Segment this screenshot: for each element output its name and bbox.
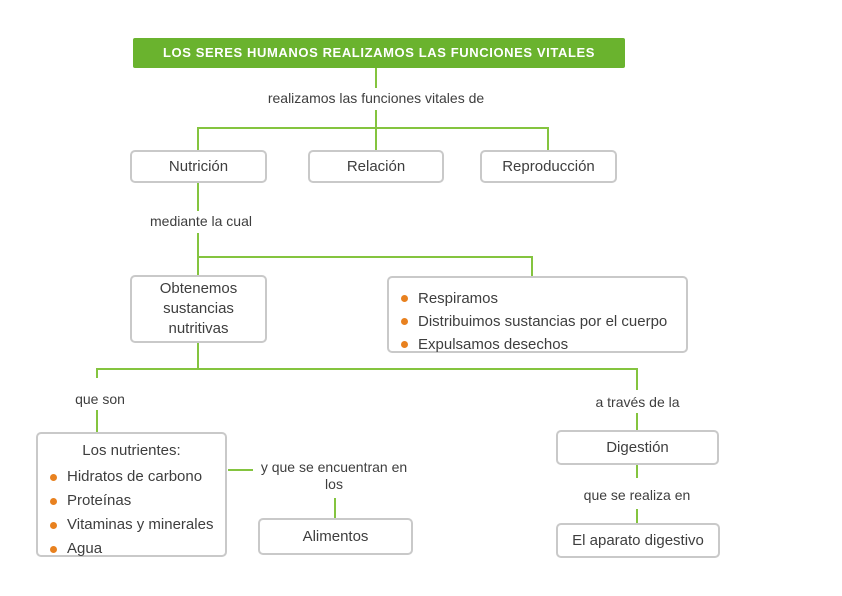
box-alimentos: Alimentos [258, 518, 413, 555]
box-nutrientes: Los nutrientes: Hidratos de carbono Prot… [36, 432, 227, 557]
label-mediante: mediante la cual [150, 213, 252, 229]
label-se-realiza: que se realiza en [583, 487, 691, 503]
nutrients-list: Hidratos de carbono Proteínas Vitaminas … [50, 465, 219, 561]
box-relacion: Relación [308, 150, 444, 183]
list-item: Proteínas [50, 489, 219, 513]
list-item: Respiramos [401, 287, 680, 310]
list-item-label: Agua [67, 540, 103, 557]
title-banner: LOS SERES HUMANOS REALIZAMOS LAS FUNCION… [133, 38, 625, 68]
box-process-list: Respiramos Distribuimos sustancias por e… [387, 276, 688, 353]
bullet-icon [401, 341, 408, 348]
connector-branch-row1 [197, 127, 549, 150]
process-list: Respiramos Distribuimos sustancias por e… [401, 287, 680, 356]
connector-branch-row2 [198, 256, 533, 276]
list-item: Hidratos de carbono [50, 465, 219, 489]
nutrients-title: Los nutrientes: [82, 442, 181, 459]
bullet-icon [50, 474, 57, 481]
box-nutricion: Nutrición [130, 150, 267, 183]
label-encuentran: y que se encuentran en los [260, 459, 408, 492]
label-a-traves: a través de la [595, 394, 680, 410]
bullet-icon [50, 522, 57, 529]
connector-branch-row3 [96, 368, 638, 390]
bullet-icon [401, 318, 408, 325]
bullet-icon [50, 546, 57, 553]
box-aparato-digestivo: El aparato digestivo [556, 523, 720, 558]
list-item: Distribuimos sustancias por el cuerpo [401, 310, 680, 333]
box-reproduccion: Reproducción [480, 150, 617, 183]
list-item-label: Expulsamos desechos [418, 336, 569, 353]
list-item-label: Proteínas [67, 492, 132, 509]
list-item-label: Vitaminas y minerales [67, 516, 214, 533]
list-item: Vitaminas y minerales [50, 513, 219, 537]
bullet-icon [50, 498, 57, 505]
box-digestion: Digestión [556, 430, 719, 465]
bullet-icon [401, 295, 408, 302]
list-item: Expulsamos desechos [401, 333, 680, 356]
box-obtenemos: Obtenemos sustancias nutritivas [130, 275, 267, 343]
list-item: Agua [50, 537, 219, 561]
list-item-label: Distribuimos sustancias por el cuerpo [418, 313, 668, 330]
list-item-label: Hidratos de carbono [67, 468, 203, 485]
label-realizamos: realizamos las funciones vitales de [267, 90, 485, 106]
label-que-son: que son [75, 391, 125, 407]
list-item-label: Respiramos [418, 290, 499, 307]
